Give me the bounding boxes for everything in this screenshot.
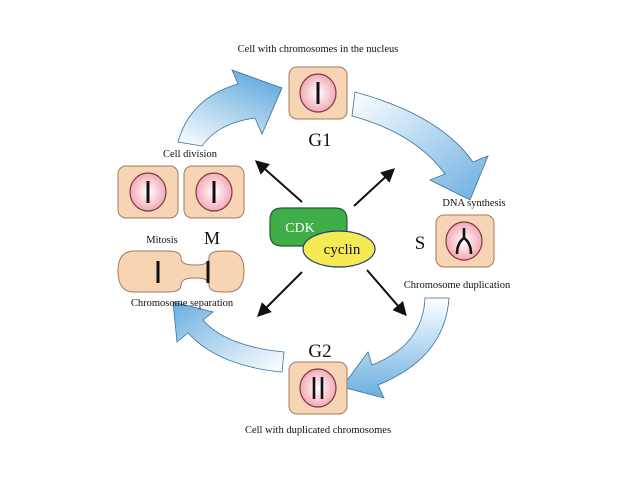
bottom-caption: Cell with duplicated chromosomes	[245, 425, 391, 436]
arrow-to-chromosome-separation	[257, 271, 303, 317]
cyclin-label: cyclin	[324, 242, 361, 258]
cdk-cyclin-complex	[269, 207, 376, 268]
phase-m-label: M	[204, 228, 220, 248]
phase-s-label: S	[415, 233, 426, 254]
daughter-cell-left	[117, 165, 179, 219]
chromosome-duplication-label: Chromosome duplication	[404, 280, 511, 291]
chromosome-separation-label: Chromosome separation	[131, 298, 234, 309]
g2-cell	[288, 361, 348, 415]
top-caption: Cell with chromosomes in the nucleus	[238, 44, 399, 55]
g1-cell	[288, 66, 348, 120]
phase-g2-label: G2	[308, 341, 331, 362]
arrow-to-chromosome-duplication	[366, 269, 407, 317]
cycle-arrow-g1-to-s	[351, 91, 489, 201]
dividing-cell	[117, 250, 245, 293]
cdk-label: CDK	[285, 221, 315, 236]
cycle-arrow-s-to-g2	[341, 297, 450, 399]
phase-g1-label: G1	[308, 130, 331, 151]
s-cell	[435, 214, 495, 268]
cycle-arrow-g2-to-m	[172, 301, 285, 373]
arrow-to-cell-division	[254, 160, 303, 203]
arrow-to-dna-synthesis	[353, 168, 396, 207]
cell-division-label: Cell division	[163, 149, 218, 160]
dna-synthesis-label: DNA synthesis	[442, 198, 505, 209]
cycle-arrow-m-to-g1	[177, 69, 283, 147]
daughter-cell-right	[183, 165, 245, 219]
mitosis-label: Mitosis	[146, 235, 178, 246]
